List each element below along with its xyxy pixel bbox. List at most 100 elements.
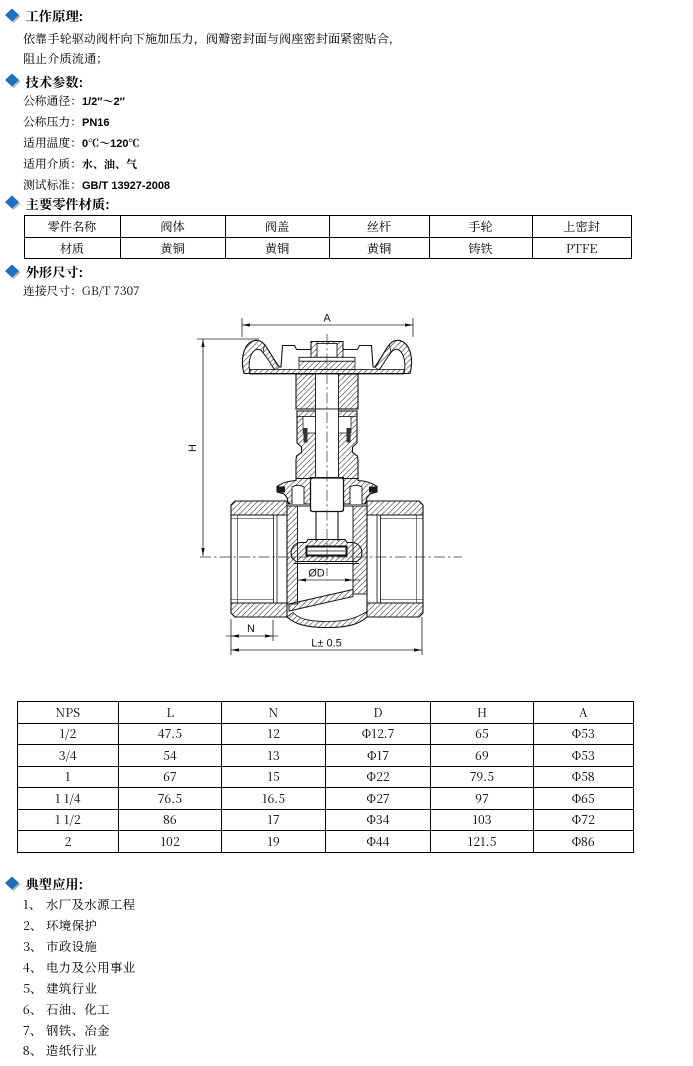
diamond-bullet-icon: [5, 876, 21, 891]
dim-cell: 79.5: [430, 765, 534, 788]
materials-cell: 黄铜: [328, 237, 430, 259]
dim-cell: 15: [221, 765, 326, 788]
dim-cell: Φ12.7: [325, 722, 431, 745]
section-title: 外形尺寸:: [25, 262, 84, 281]
app-item-number: 2、: [23, 916, 43, 934]
section-title: 技术参数:: [25, 71, 84, 91]
table-row: 2 102 19 Φ44 121.5 Φ86: [16, 830, 634, 853]
diamond-bullet-icon: [5, 264, 21, 279]
table-row: 1/2 47.5 12 Φ12.7 65 Φ53: [16, 722, 634, 745]
dim-cell: 76.5: [118, 787, 222, 810]
materials-cell: 手轮: [428, 215, 533, 238]
dim-cell: 16.5: [221, 787, 326, 810]
dimension-table: NPS L N D H A 1/2 47.5 12 Φ12.7 65 Φ53 3…: [16, 701, 634, 853]
dim-header: NPS: [16, 701, 119, 724]
param-line: 公称通径：1/2″～2″: [23, 94, 125, 109]
materials-cell: 阀体: [119, 215, 226, 238]
dim-cell: 47.5: [118, 722, 222, 745]
materials-cell: 上密封: [531, 215, 632, 238]
dim-header: L: [118, 701, 222, 724]
param-label: 适用介质：: [23, 155, 82, 172]
diamond-bullet-icon: [5, 8, 21, 23]
dim-cell: 19: [221, 830, 326, 853]
param-value: 1/2″～2″: [82, 96, 125, 108]
dim-cell: 2: [16, 830, 119, 853]
param-value: 0℃～120℃: [82, 138, 140, 150]
dim-cell: 1/2: [16, 722, 119, 745]
dim-cell: 103: [430, 808, 534, 831]
table-row: 3/4 54 13 Φ17 69 Φ53: [16, 744, 634, 767]
table-row: NPS L N D H A: [16, 701, 634, 724]
materials-cell: 阀盖: [224, 215, 330, 238]
app-item-number: 8、: [23, 1041, 43, 1059]
section-title: 工作原理:: [25, 6, 84, 25]
section-technical-parameters-header: 技术参数:: [4, 73, 83, 89]
section-outline-dimensions-header: 外形尺寸:: [4, 264, 83, 280]
connection-standard: 连接尺寸：GB/T 7307: [23, 282, 140, 299]
section-materials-header: 主要零件材质:: [4, 195, 110, 211]
param-line: 适用介质：水、油、气: [23, 157, 137, 172]
dimension-lines: [197, 318, 423, 655]
dimension-arrows: [201, 323, 422, 652]
param-label: 公称压力：: [23, 113, 82, 130]
section-working-principle-header: 工作原理:: [4, 8, 83, 24]
dim-cell: 97: [430, 787, 534, 810]
dim-cell: 121.5: [430, 830, 534, 853]
materials-table: 零件名称 阀体 阀盖 丝杆 手轮 上密封 材质 黄铜 黄铜 黄铜 铸铁 PTFE: [23, 215, 632, 259]
dim-cell: 102: [118, 830, 222, 853]
table-row: 材质 黄铜 黄铜 黄铜 铸铁 PTFE: [23, 237, 632, 259]
dim-cell: Φ17: [325, 744, 431, 767]
dim-cell: 3/4: [16, 744, 119, 767]
app-item-text: 市政设施: [46, 937, 98, 955]
materials-cell: 丝杆: [328, 215, 430, 238]
materials-cell: 铸铁: [428, 237, 533, 259]
dim-cell: 12: [221, 722, 326, 745]
app-item-number: 4、: [23, 958, 43, 976]
app-item-text: 环境保护: [46, 916, 98, 934]
param-line: 适用温度：0℃～120℃: [23, 136, 139, 151]
app-item-number: 5、: [23, 979, 43, 997]
app-item-number: 6、: [23, 1000, 43, 1018]
section-title: 典型应用:: [25, 874, 84, 893]
dim-cell: Φ44: [325, 830, 431, 853]
param-line: 公称压力：PN16: [23, 115, 110, 130]
dim-label-l: L± 0.5: [311, 638, 342, 650]
principle-line: 依靠手轮驱动阀杆向下施加压力，阀瓣密封面与阀座密封面紧密贴合，: [23, 29, 402, 47]
materials-cell: 黄铜: [224, 237, 330, 259]
dim-cell: 65: [430, 722, 534, 745]
dim-cell: Φ65: [533, 787, 634, 810]
dim-cell: 1 1/2: [16, 808, 119, 831]
app-item-text: 造纸行业: [46, 1041, 98, 1059]
dim-cell: Φ34: [325, 808, 431, 831]
dim-cell: 86: [118, 808, 222, 831]
table-row: 零件名称 阀体 阀盖 丝杆 手轮 上密封: [23, 215, 632, 238]
materials-cell: 材质: [23, 237, 121, 259]
dim-cell: Φ27: [325, 787, 431, 810]
dim-cell: 13: [221, 744, 326, 767]
param-label: 公称通径：: [23, 92, 82, 109]
valve-technical-drawing: A H ØD N L± 0.5: [187, 313, 462, 655]
diamond-bullet-icon: [5, 195, 21, 210]
dim-header: N: [221, 701, 326, 724]
dim-label-a: A: [323, 313, 331, 325]
diamond-bullet-icon: [5, 73, 21, 88]
app-item-text: 电力及公用事业: [46, 958, 136, 976]
param-line: 测试标准：GB/T 13927-2008: [23, 178, 170, 193]
dim-label-h: H: [187, 444, 199, 452]
materials-cell: PTFE: [531, 237, 632, 259]
centerlines: [200, 334, 462, 576]
app-item-text: 建筑行业: [46, 979, 98, 997]
dim-header: A: [533, 701, 634, 724]
dim-cell: Φ53: [533, 744, 634, 767]
app-item-number: 7、: [23, 1020, 43, 1039]
dim-label-d: ØD: [308, 568, 325, 580]
materials-cell: 黄铜: [119, 237, 226, 259]
dim-cell: Φ22: [325, 765, 431, 788]
param-value: PN16: [82, 117, 110, 129]
section-title: 主要零件材质:: [25, 193, 110, 213]
app-item-number: 3、: [23, 937, 43, 955]
param-label: 测试标准：: [23, 175, 82, 193]
dim-label-n: N: [247, 623, 255, 635]
dim-header: D: [325, 701, 431, 724]
dim-cell: Φ72: [533, 808, 634, 831]
